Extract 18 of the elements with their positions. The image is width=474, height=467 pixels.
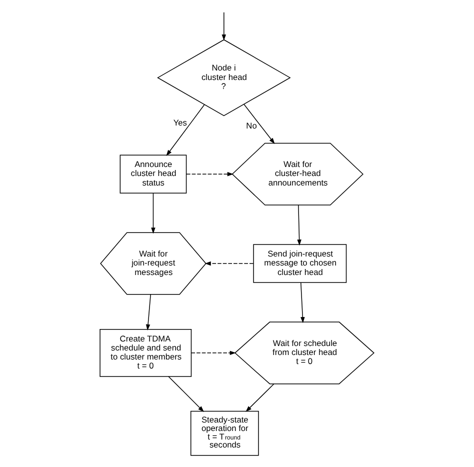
arrow bbox=[151, 192, 156, 234]
arrow bbox=[297, 204, 302, 246]
arrow bbox=[166, 104, 205, 156]
node-diamond: Node i cluster head ? bbox=[157, 39, 291, 116]
arrow bbox=[204, 261, 254, 266]
arrow bbox=[186, 172, 234, 176]
arrow bbox=[300, 282, 305, 324]
arrow bbox=[146, 294, 151, 331]
arrow bbox=[222, 12, 226, 41]
edge-label: Yes bbox=[173, 118, 187, 128]
node-box: Announce cluster head status bbox=[120, 154, 187, 194]
edge-label: No bbox=[246, 120, 257, 131]
arrow bbox=[168, 376, 204, 412]
node-box: Send join-request message to chosen cluster head bbox=[253, 244, 347, 283]
arrow bbox=[246, 384, 274, 412]
arrow bbox=[190, 350, 236, 356]
arrow bbox=[244, 104, 275, 144]
node-box: Create TDMA schedule and send to cluster members t = 0 bbox=[100, 329, 192, 377]
